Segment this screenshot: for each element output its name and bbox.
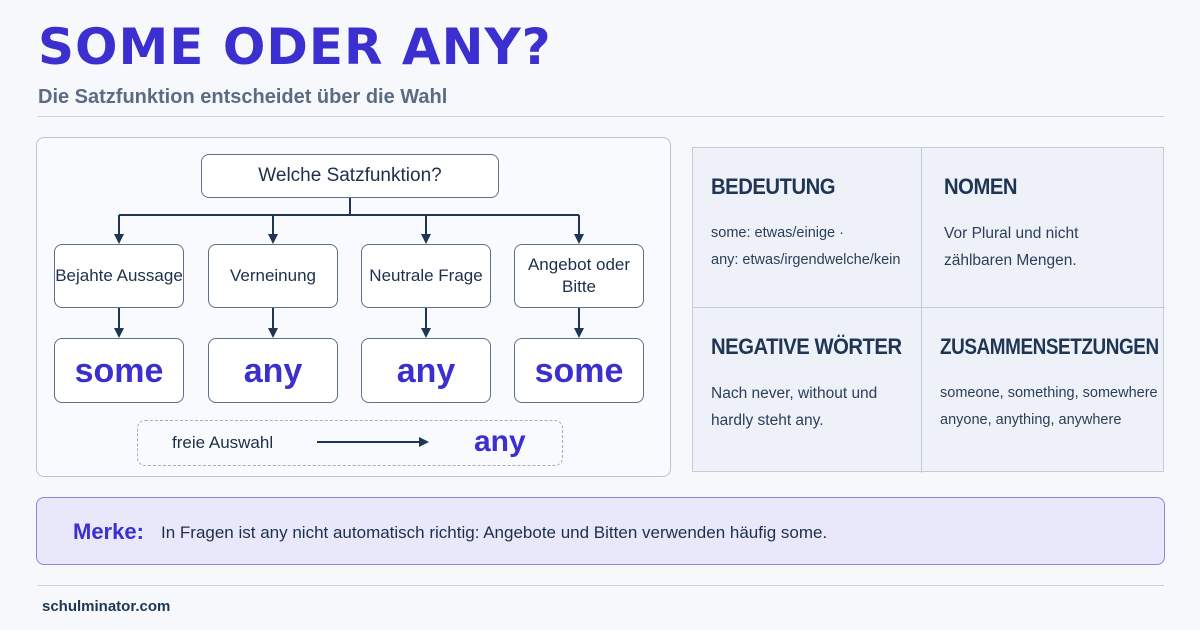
info-cell-meaning: BEDEUTUNG some: etwas/einige · any: etwa… <box>693 148 922 308</box>
question-node-affirmative: Bejahte Aussage <box>54 244 184 308</box>
answer-node-affirmative: some <box>54 338 184 403</box>
info-heading: NOMEN <box>944 174 1018 199</box>
info-cell-compounds: ZUSAMMENSETZUNGEN someone, something, so… <box>922 308 1165 473</box>
info-grid: BEDEUTUNG some: etwas/einige · any: etwa… <box>692 147 1165 473</box>
info-body: Nach never, without und hardly steht any… <box>711 380 903 434</box>
info-body: Vor Plural und nicht zählbaren Mengen. <box>944 220 1147 274</box>
answer-node-offer-request: some <box>514 338 644 403</box>
note-text: In Fragen ist any nicht automatisch rich… <box>161 523 828 542</box>
flowchart-connectors <box>114 198 584 447</box>
page-title: SOME ODER ANY? <box>38 18 552 76</box>
info-line: some: etwas/einige · <box>711 225 844 241</box>
answer-node-neutral-question: any <box>361 338 491 403</box>
root-question-node: Welche Satzfunktion? <box>201 154 499 198</box>
question-node-neutral-question: Neutrale Frage <box>361 244 491 308</box>
info-heading: NEGATIVE WÖRTER <box>711 334 902 359</box>
info-body: some: etwas/einige · any: etwas/irgendwe… <box>711 220 903 274</box>
footer-site: schulminator.com <box>42 598 171 615</box>
info-line: zählbaren Mengen. <box>944 252 1077 269</box>
flowchart-panel: Welche Satzfunktion? Bejahte Aussage Ver… <box>36 137 671 477</box>
info-line: hardly steht any. <box>711 412 824 429</box>
free-choice-label: freie Auswahl <box>172 433 274 452</box>
answer-node-negation: any <box>208 338 338 403</box>
info-cell-nouns: NOMEN Vor Plural und nicht zählbaren Men… <box>922 148 1165 308</box>
free-choice-answer: any <box>474 425 526 458</box>
info-line: any: etwas/irgendwelche/kein <box>711 252 901 268</box>
info-line: anyone, anything, anywhere <box>940 412 1122 428</box>
info-heading: ZUSAMMENSETZUNGEN <box>940 334 1159 359</box>
info-body: someone, something, somewhere anyone, an… <box>940 380 1158 434</box>
note-box: Merke: In Fragen ist any nicht automatis… <box>36 497 1165 565</box>
info-heading: BEDEUTUNG <box>711 174 836 199</box>
question-node-negation: Verneinung <box>208 244 338 308</box>
page-subtitle: Die Satzfunktion entscheidet über die Wa… <box>38 86 448 108</box>
info-line: someone, something, somewhere <box>940 385 1158 401</box>
question-node-offer-request: Angebot oder Bitte <box>514 244 644 308</box>
info-line: Vor Plural und nicht <box>944 225 1079 242</box>
footer-divider <box>38 585 1164 586</box>
free-choice-box: freie Auswahl any <box>137 420 563 466</box>
header-divider <box>38 116 1164 117</box>
note-label: Merke: <box>73 519 144 544</box>
info-line: Nach never, without und <box>711 385 878 402</box>
info-cell-negative-words: NEGATIVE WÖRTER Nach never, without und … <box>693 308 922 473</box>
